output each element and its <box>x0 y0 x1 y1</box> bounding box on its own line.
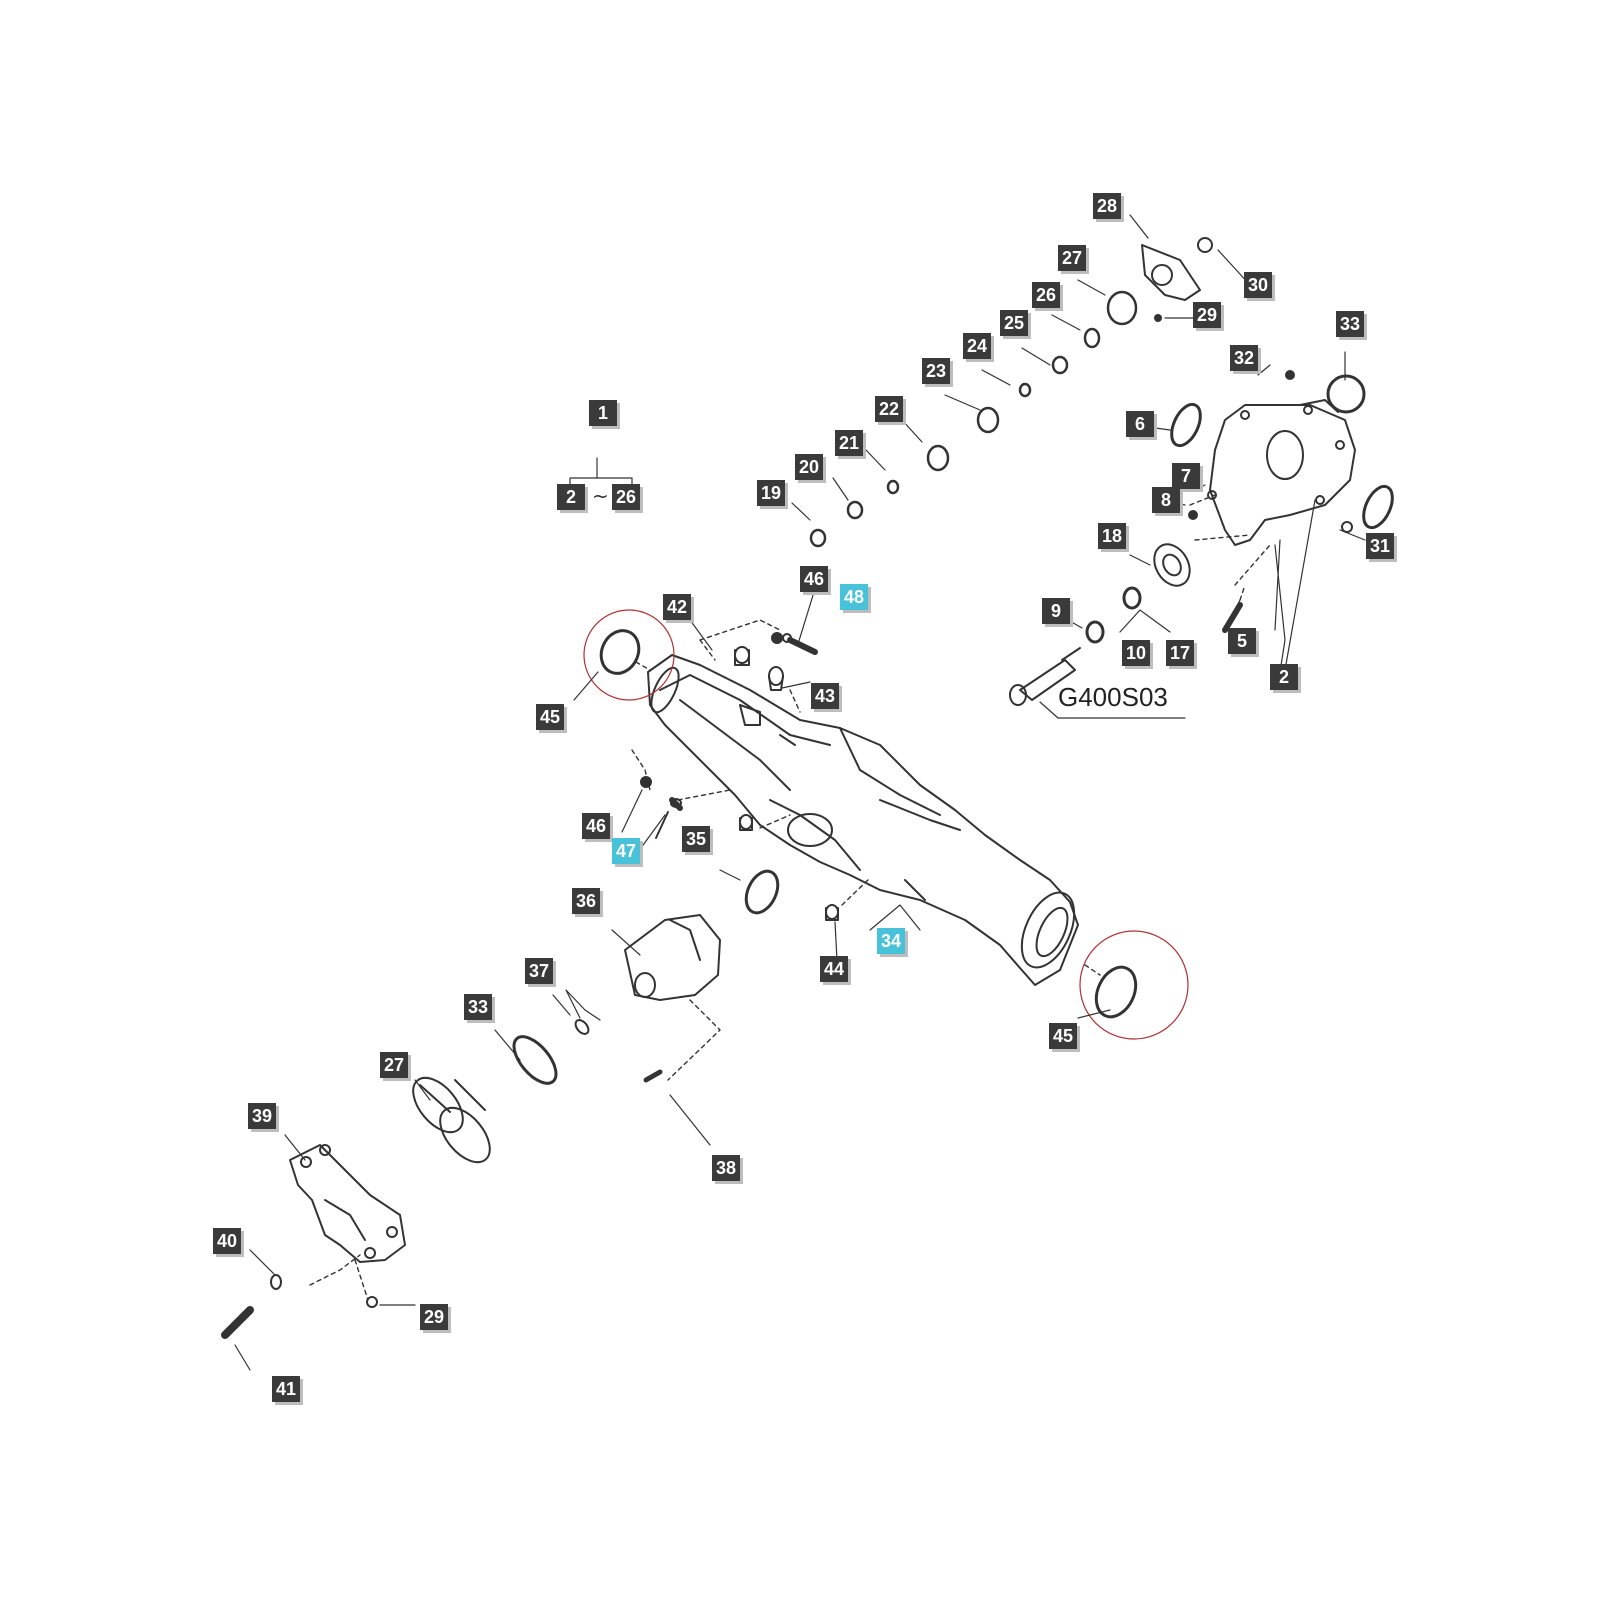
callout-5: 5 <box>1228 628 1256 654</box>
diagram-code: G400S03 <box>1058 682 1168 712</box>
mount-bracket <box>289 1144 406 1263</box>
pinion-shaft <box>1009 647 1081 706</box>
callout-46-upper: 46 <box>800 566 828 592</box>
assembly-lines <box>309 494 1271 1301</box>
callout-40: 40 <box>213 1228 241 1254</box>
callout-45-right: 45 <box>1049 1023 1077 1049</box>
callout-33-lower: 33 <box>464 994 492 1020</box>
callout-34: 34 <box>877 928 905 954</box>
callout-31: 31 <box>1366 533 1394 559</box>
callout-2-housing: 2 <box>1270 664 1298 690</box>
callout-45-left: 45 <box>536 704 564 730</box>
plug-7 <box>1207 490 1217 500</box>
axle-housing <box>647 654 1079 986</box>
callout-27: 27 <box>1058 245 1086 271</box>
callout-10: 10 <box>1122 640 1150 666</box>
callout-23: 23 <box>922 358 950 384</box>
callout-48: 48 <box>840 584 868 610</box>
bearing-18 <box>1153 543 1191 587</box>
callout-42: 42 <box>663 594 691 620</box>
callout-33-upper: 33 <box>1336 311 1364 337</box>
o-ring-10 <box>1122 586 1142 610</box>
callout-22: 22 <box>875 396 903 422</box>
callout-27-lower: 27 <box>380 1052 408 1078</box>
bolt-38 <box>643 1069 663 1083</box>
washer-9 <box>1085 620 1105 644</box>
callout-32: 32 <box>1230 345 1258 371</box>
callout-41: 41 <box>272 1376 300 1402</box>
detail-circle-left <box>583 609 675 701</box>
callout-46-lower: 46 <box>582 813 610 839</box>
callout-29: 29 <box>1193 302 1221 328</box>
callout-9: 9 <box>1042 598 1070 624</box>
callout-30: 30 <box>1244 272 1272 298</box>
callout-18: 18 <box>1098 523 1126 549</box>
callout-35: 35 <box>682 826 710 852</box>
o-ring-33-upper <box>1326 374 1366 414</box>
callout-25: 25 <box>1000 310 1028 336</box>
bolt-41 <box>221 1306 254 1339</box>
pivot-housing-36 <box>624 914 721 1001</box>
pin-37 <box>574 1019 590 1035</box>
callout-6: 6 <box>1126 411 1154 437</box>
callout-36: 36 <box>572 888 600 914</box>
nipple-8 <box>1188 510 1198 520</box>
callout-17: 17 <box>1166 640 1194 666</box>
callout-21: 21 <box>835 430 863 456</box>
callout-37: 37 <box>525 958 553 984</box>
callout-39: 39 <box>248 1103 276 1129</box>
bolt-5 <box>1222 602 1243 633</box>
detail-circle-right <box>1079 930 1189 1040</box>
callout-43: 43 <box>811 683 839 709</box>
leader-lines <box>234 214 1366 1371</box>
plug-32 <box>1285 370 1295 380</box>
callout-19: 19 <box>757 480 785 506</box>
plug-31-small <box>1341 521 1353 533</box>
spacer-40 <box>270 1274 282 1290</box>
callout-44: 44 <box>820 956 848 982</box>
seal-6 <box>1170 402 1202 448</box>
callout-8: 8 <box>1152 487 1180 513</box>
callout-26: 26 <box>1032 282 1060 308</box>
seal-31 <box>1362 484 1394 530</box>
range-tilde: ~ <box>592 484 609 508</box>
gear-housing <box>1209 399 1356 546</box>
callout-20: 20 <box>795 454 823 480</box>
bearing-stack <box>809 237 1213 548</box>
housing-fasteners <box>599 629 1138 1019</box>
o-ring-33 <box>512 1035 558 1085</box>
callout-29-lower: 29 <box>420 1304 448 1330</box>
callout-38: 38 <box>712 1155 740 1181</box>
callout-47: 47 <box>612 838 640 864</box>
callout-2: 2 <box>557 484 585 510</box>
bushing-27 <box>412 1076 491 1164</box>
callout-24: 24 <box>963 333 991 359</box>
callout-26-range: 26 <box>612 484 640 510</box>
callout-1: 1 <box>589 400 617 426</box>
nipple-29 <box>366 1296 378 1308</box>
callout-7: 7 <box>1172 463 1200 489</box>
callout-28: 28 <box>1093 193 1121 219</box>
